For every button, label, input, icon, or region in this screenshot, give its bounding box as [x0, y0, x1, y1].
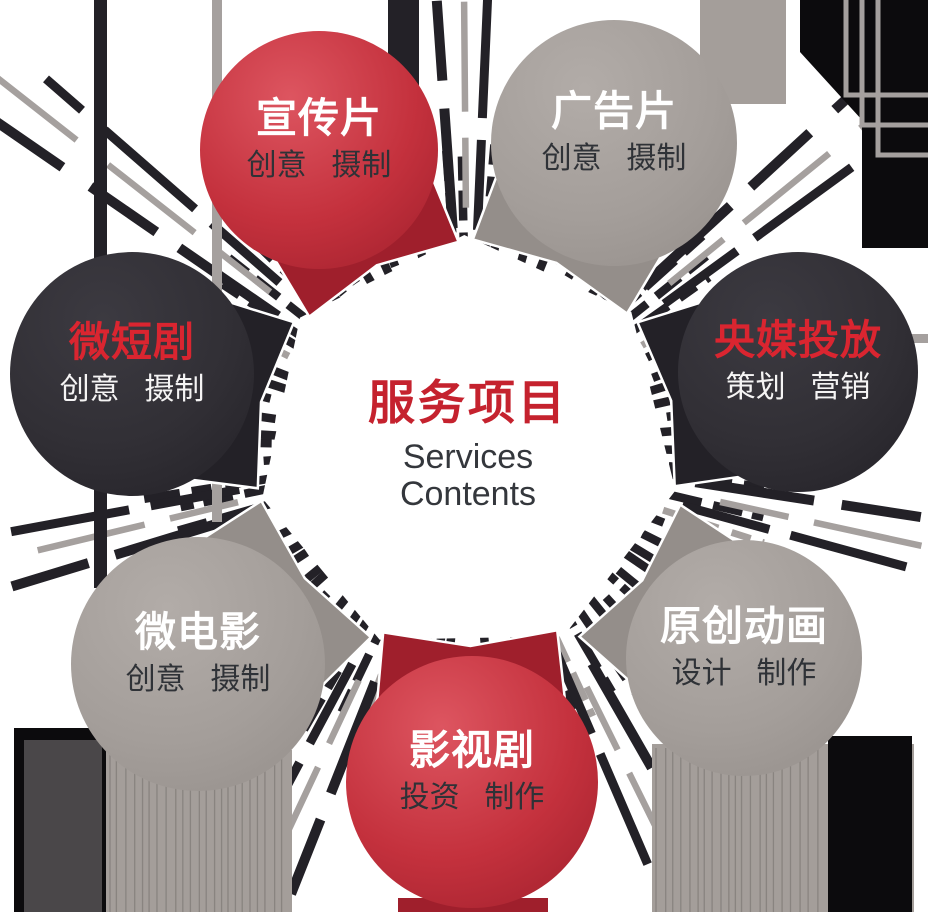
node-title: 宣传片	[256, 95, 382, 141]
node-title: 微电影	[135, 609, 261, 655]
node-ad-film: 广告片 创意 摄制	[459, 86, 769, 180]
node-subtitle: 设计 制作	[671, 657, 817, 690]
node-subtitle: 投资 制作	[399, 781, 545, 814]
node-subtitle: 创意 摄制	[125, 663, 271, 696]
center-heptagon	[262, 235, 676, 640]
node-subtitle: 策划 营销	[725, 371, 871, 404]
node-title: 广告片	[551, 88, 677, 134]
node-promo-film: 宣传片 创意 摄制	[164, 93, 474, 187]
center-subtitle-line2: Contents	[399, 475, 537, 513]
node-title: 微短剧	[69, 319, 195, 365]
node-micro-film: 微电影 创意 摄制	[43, 607, 353, 701]
node-title: 央媒投放	[714, 317, 882, 363]
service-bubbles	[10, 20, 918, 908]
node-original-animation: 原创动画 设计 制作	[589, 601, 899, 695]
node-title: 影视剧	[409, 727, 535, 773]
node-subtitle: 创意 摄制	[59, 373, 205, 406]
node-subtitle: 创意 摄制	[246, 149, 392, 182]
node-micro-drama: 微短剧 创意 摄制	[0, 317, 287, 411]
node-title: 原创动画	[660, 603, 828, 649]
node-central-media-placement: 央媒投放 策划 营销	[643, 315, 928, 409]
center-subtitle-line1: Services	[402, 438, 534, 476]
node-subtitle: 创意 摄制	[541, 142, 687, 175]
node-film-tv-drama: 影视剧 投资 制作	[317, 725, 627, 819]
center-label: 服务项目 Services Contents	[288, 375, 648, 513]
center-title: 服务项目	[368, 376, 568, 429]
